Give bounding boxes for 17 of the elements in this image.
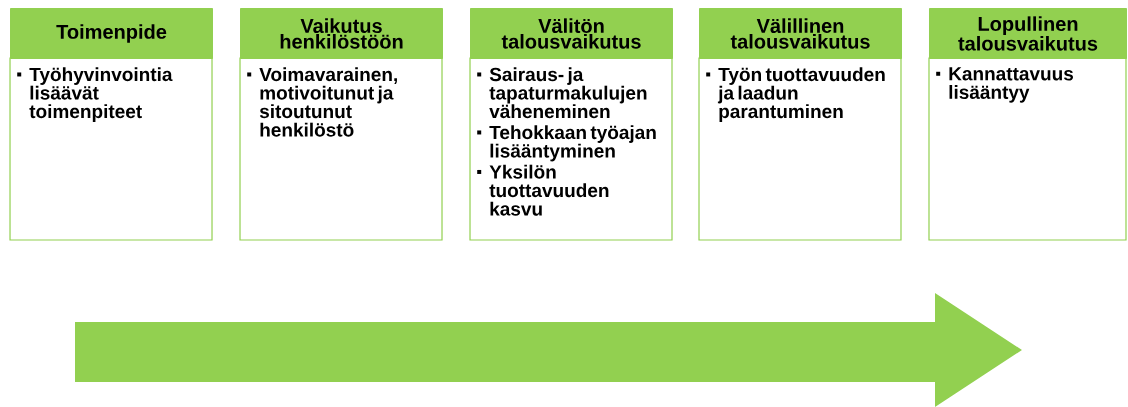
bullet-item: Tehokkaan työajan lisääntyminen <box>489 125 656 162</box>
bullet-item: Työn tuottavuuden ja laadun parantuminen <box>717 67 885 122</box>
column-body <box>698 57 902 241</box>
bullet-item: Kannattavuus lisääntyy <box>949 67 1074 103</box>
column-header: Välitön talousvaikutus <box>470 8 673 59</box>
bullet-item: Yksilön tuottavuuden kasvu <box>489 164 609 216</box>
column-header: Vaikutus henkilöstöön <box>240 8 443 59</box>
bullet-item: Työhyvinvointia lisäävät toimenpiteet <box>29 67 173 122</box>
column-header: Lopullinen talousvaikutus <box>929 8 1127 59</box>
column-body <box>928 57 1127 241</box>
bullet-item: Voimavarainen, motivoitunut ja sitoutunut henkilöstö <box>259 67 397 137</box>
column-body <box>239 57 443 241</box>
column-body <box>9 57 213 241</box>
column-body <box>469 57 673 241</box>
bullet-item: Sairaus- ja tapaturmakulujen väheneminen <box>489 67 647 119</box>
column-header: Välillinen talousvaikutus <box>699 8 902 59</box>
column-header: Toimenpide <box>10 8 213 59</box>
